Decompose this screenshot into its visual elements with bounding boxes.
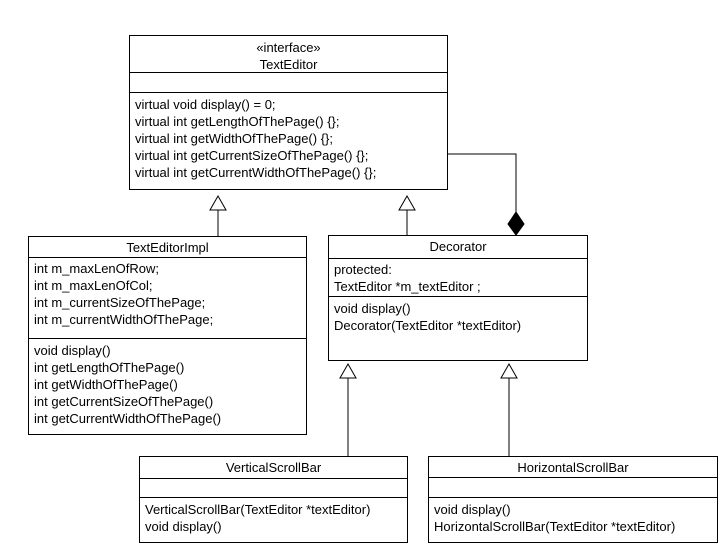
method: void display()	[334, 301, 411, 316]
methods-compartment: void display() HorizontalScrollBar(TextE…	[429, 498, 717, 542]
realization-decorator-to-texteditor	[398, 194, 416, 235]
attributes-compartment	[140, 479, 407, 498]
class-title-compartment: Decorator	[329, 236, 587, 259]
method: virtual int getLengthOfThePage() {};	[135, 114, 340, 129]
method: int getCurrentWidthOfThePage()	[34, 411, 222, 426]
method: virtual int getWidthOfThePage() {};	[135, 131, 333, 146]
method: int getWidthOfThePage()	[34, 377, 178, 392]
class-name: TextEditorImpl	[126, 240, 209, 255]
generalization-horizontalscrollbar-to-decorator	[500, 362, 518, 456]
attribute: protected:	[334, 262, 392, 277]
class-box-verticalscrollbar: VerticalScrollBar VerticalScrollBar(Text…	[139, 456, 408, 543]
realization-texteditorimpl-to-texteditor	[209, 194, 227, 236]
method: Decorator(TextEditor *textEditor)	[334, 318, 522, 333]
methods-compartment: virtual void display() = 0; virtual int …	[130, 93, 447, 189]
method: int getCurrentSizeOfThePage()	[34, 394, 214, 409]
method: void display()	[34, 343, 111, 358]
class-name: VerticalScrollBar	[225, 460, 322, 475]
attributes-compartment	[429, 478, 717, 498]
class-stereotype: «interface»	[256, 40, 321, 55]
class-name: Decorator	[429, 239, 487, 254]
attribute: int m_currentWidthOfThePage;	[34, 312, 214, 327]
hollow-triangle-icon	[398, 194, 416, 211]
class-title-compartment: HorizontalScrollBar	[429, 457, 717, 478]
methods-compartment: void display() int getLengthOfThePage() …	[29, 339, 306, 434]
class-title-compartment: VerticalScrollBar	[140, 457, 407, 479]
hollow-triangle-icon	[339, 362, 357, 379]
methods-compartment: VerticalScrollBar(TextEditor *textEditor…	[140, 498, 407, 542]
hollow-triangle-icon	[209, 194, 227, 211]
method: virtual int getCurrentSizeOfThePage() {}…	[135, 148, 369, 163]
attribute: int m_currentSizeOfThePage;	[34, 295, 206, 310]
class-name: TextEditor	[259, 57, 318, 72]
filled-diamond-icon	[507, 211, 525, 236]
method: VerticalScrollBar(TextEditor *textEditor…	[145, 502, 371, 517]
hollow-triangle-icon	[500, 362, 518, 379]
class-box-horizontalscrollbar: HorizontalScrollBar void display() Horiz…	[428, 456, 718, 543]
method: HorizontalScrollBar(TextEditor *textEdit…	[434, 519, 676, 534]
method: void display()	[145, 519, 222, 534]
class-box-decorator: Decorator protected: TextEditor *m_textE…	[328, 235, 588, 361]
class-box-texteditor: «interface» TextEditor virtual void disp…	[129, 35, 448, 190]
class-name: HorizontalScrollBar	[517, 460, 629, 475]
attributes-compartment: int m_maxLenOfRow; int m_maxLenOfCol; in…	[29, 258, 306, 339]
method: void display()	[434, 502, 511, 517]
method: int getLengthOfThePage()	[34, 360, 185, 375]
attributes-compartment: protected: TextEditor *m_textEditor ;	[329, 259, 587, 297]
method: virtual void display() = 0;	[135, 97, 276, 112]
class-title-compartment: TextEditorImpl	[29, 237, 306, 258]
attribute: int m_maxLenOfRow;	[34, 261, 159, 276]
attributes-compartment	[130, 73, 447, 93]
composition-decorator-has-texteditor	[448, 153, 525, 236]
generalization-verticalscrollbar-to-decorator	[339, 362, 357, 456]
methods-compartment: void display() Decorator(TextEditor *tex…	[329, 297, 587, 360]
method: virtual int getCurrentWidthOfThePage() {…	[135, 165, 377, 180]
class-title-compartment: «interface» TextEditor	[130, 36, 447, 73]
attribute: TextEditor *m_textEditor ;	[334, 279, 481, 294]
class-box-texteditorimpl: TextEditorImpl int m_maxLenOfRow; int m_…	[28, 236, 307, 435]
attribute: int m_maxLenOfCol;	[34, 278, 153, 293]
